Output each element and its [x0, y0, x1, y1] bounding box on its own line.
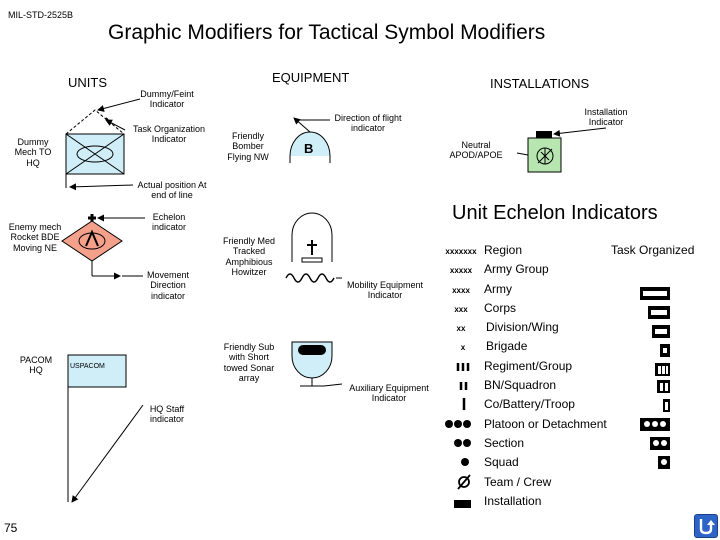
- echelon-row-label: Corps: [484, 301, 517, 315]
- mobility-indicator-label: Mobility Equipment Indicator: [346, 280, 424, 301]
- echelon-row-label: Squad: [484, 455, 519, 469]
- echelon-glyphs: xxxxxxx xxxxx xxxx xxx xx x: [445, 247, 477, 508]
- pacom-hq-label: PACOM HQ: [19, 355, 53, 376]
- friendly-bomber-symbol: [289, 117, 331, 163]
- echelon-row-label: Co/Battery/Troop: [484, 397, 575, 411]
- echelon-section-title: Unit Echelon Indicators: [452, 202, 658, 224]
- task-organized-heading: Task Organized: [611, 243, 695, 257]
- page-title: Graphic Modifiers for Tactical Symbol Mo…: [108, 21, 546, 44]
- task-organization-label: Task Organization Indicator: [132, 124, 206, 145]
- friendly-sub-symbol: [291, 341, 333, 387]
- enemy-mech-label: Enemy mech Rocket BDE Moving NE: [8, 222, 62, 253]
- dummy-mech-hq-symbol: [65, 109, 125, 188]
- section-equipment: EQUIPMENT: [272, 70, 350, 85]
- echelon-row-label: Team / Crew: [484, 475, 552, 489]
- return-button[interactable]: [694, 514, 718, 538]
- friendly-howitzer-symbol: [285, 212, 335, 283]
- svg-text:xxx: xxx: [454, 305, 468, 314]
- actual-position-label: Actual position At end of line: [137, 180, 207, 201]
- friendly-bomber-label: Friendly Bomber Flying NW: [227, 131, 269, 162]
- echelon-row-label: Division/Wing: [486, 320, 559, 334]
- echelon-row-label: Platoon or Detachment: [484, 417, 607, 431]
- echelon-row-label: Army Group: [484, 262, 549, 276]
- section-installations: INSTALLATIONS: [490, 76, 590, 91]
- bomber-letter: B: [304, 141, 314, 156]
- echelon-row-label: Army: [484, 282, 512, 296]
- echelon-row-label: Region: [484, 243, 523, 257]
- document-reference: MIL-STD-2525B: [8, 10, 74, 20]
- neutral-apod-label: Neutral APOD/APOE: [449, 140, 503, 161]
- hq-staff-label: HQ Staff indicator: [149, 404, 185, 425]
- enemy-rocket-bde-symbol: [61, 214, 123, 280]
- svg-text:xxxx: xxxx: [452, 286, 470, 295]
- return-arrow-icon: [699, 519, 715, 535]
- echelon-row-label: Section: [484, 436, 525, 450]
- neutral-apod-symbol: [527, 131, 562, 173]
- friendly-sub-label: Friendly Sub with Short towed Sonar arra…: [223, 342, 275, 384]
- friendly-howitzer-label: Friendly Med Tracked Amphibious Howitzer: [222, 236, 276, 278]
- echelon-row-label: Regiment/Group: [484, 359, 573, 373]
- echelon-row-label: Brigade: [486, 339, 528, 353]
- movement-direction-label: Movement Direction indicator: [146, 270, 190, 301]
- echelon-row-label: BN/Squadron: [484, 378, 557, 392]
- svg-text:xxxxxxx: xxxxxxx: [445, 247, 477, 256]
- pacom-hq-symbol: [67, 354, 127, 502]
- auxiliary-indicator-label: Auxiliary Equipment Indicator: [349, 383, 429, 404]
- task-organized-inner-marks: [643, 291, 668, 465]
- installation-indicator-label: Installation Indicator: [584, 107, 628, 128]
- svg-text:xx: xx: [457, 324, 466, 333]
- section-units: UNITS: [68, 75, 107, 90]
- direction-of-flight-label: Direction of flight indicator: [334, 113, 402, 134]
- dummy-mech-label: Dummy Mech TO HQ: [14, 137, 52, 168]
- svg-text:xxxxx: xxxxx: [450, 266, 473, 275]
- echelon-row-label: Installation: [484, 494, 542, 508]
- svg-text:x: x: [461, 343, 466, 352]
- echelon-indicator-label: Echelon indicator: [151, 212, 187, 233]
- dummy-feint-label: Dummy/Feint Indicator: [140, 89, 194, 110]
- uspacom-label: USPACOM: [70, 363, 105, 370]
- page-number: 75: [4, 521, 18, 535]
